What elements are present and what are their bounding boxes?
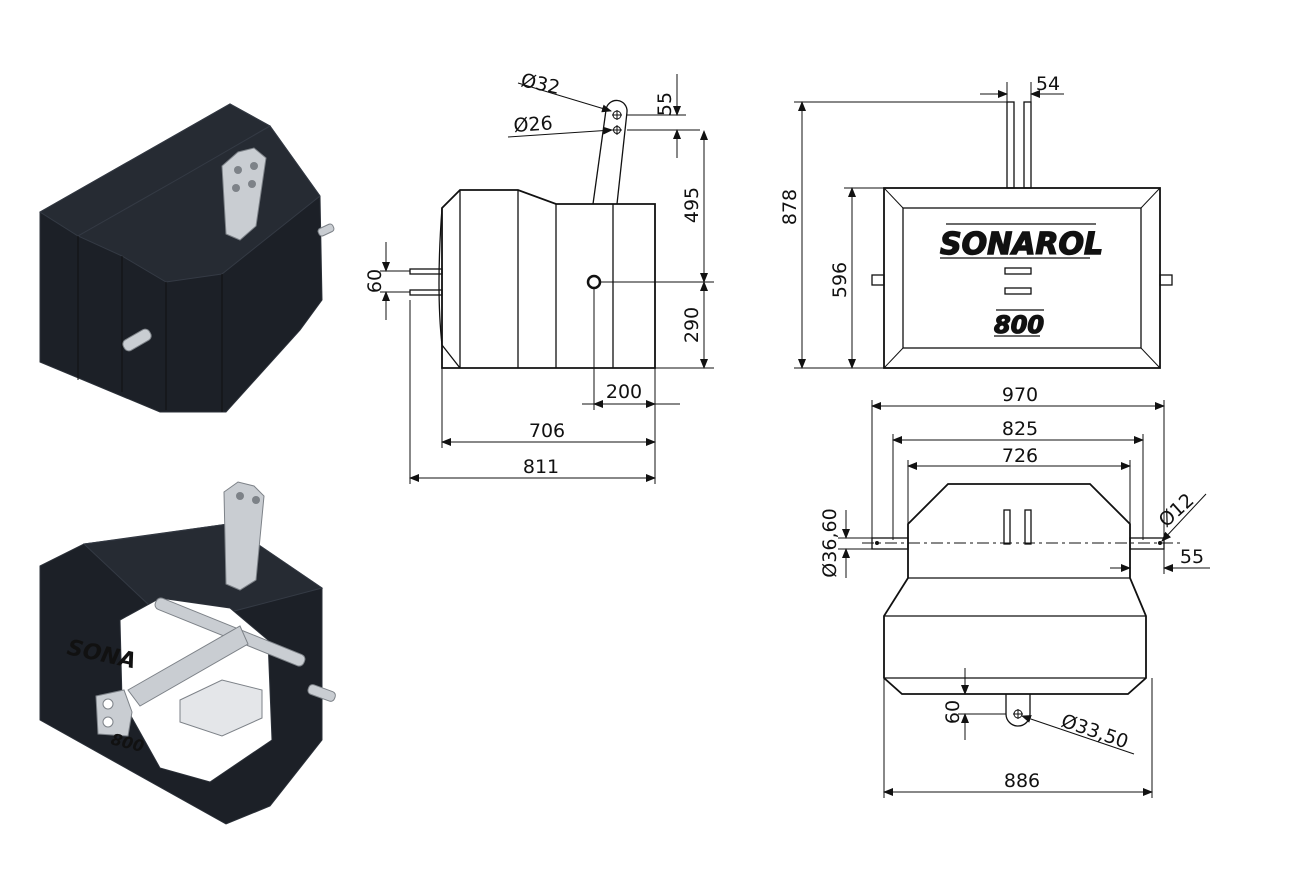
dim-side-811: 811 [523,456,559,478]
side-view: Ø32 Ø26 55 495 290 60 200 [364,69,714,484]
pin-right-cutaway [307,684,336,702]
model-logo: 800 [994,311,1044,339]
dim-front-878: 878 [779,189,801,225]
isometric-view-cutaway: SONA 800 [39,481,336,825]
dim-top-825: 825 [1002,418,1038,440]
dim-side-55: 55 [654,92,676,116]
dim-top-60: 60 [942,700,964,724]
pin-right [317,223,335,237]
isometric-view-top [39,103,335,413]
dim-side-60: 60 [364,269,386,293]
dim-top-886: 886 [1004,770,1040,792]
front-body-outline [883,187,1161,369]
dim-front-54: 54 [1036,73,1060,95]
dim-dia-26: Ø26 [513,112,554,137]
dim-side-290: 290 [681,307,703,343]
top-body-outline [883,483,1147,695]
inner-arm [127,625,249,707]
dim-dia-32: Ø32 [519,69,562,99]
brand-logo: SONAROL [940,227,1103,262]
side-body-outline [441,189,656,369]
front-view: SONAROL 800 54 878 596 [779,73,1173,369]
dim-side-495: 495 [681,187,703,223]
dim-side-706: 706 [529,420,565,442]
top-view: 970 825 726 Ø12 55 Ø36,60 60 Ø [819,384,1210,798]
dim-top-55: 55 [1180,546,1204,568]
dim-side-200: 200 [606,381,642,403]
dim-front-596: 596 [829,262,851,298]
dim-top-726: 726 [1002,445,1038,467]
dim-top-dia-33: Ø33,50 [1058,710,1131,753]
lifting-bracket-top [221,147,267,241]
pin-left [122,328,152,352]
dim-top-dia-36: Ø36,60 [819,508,841,577]
lifting-bracket-cutaway [223,481,265,591]
dim-top-970: 970 [1002,384,1038,406]
